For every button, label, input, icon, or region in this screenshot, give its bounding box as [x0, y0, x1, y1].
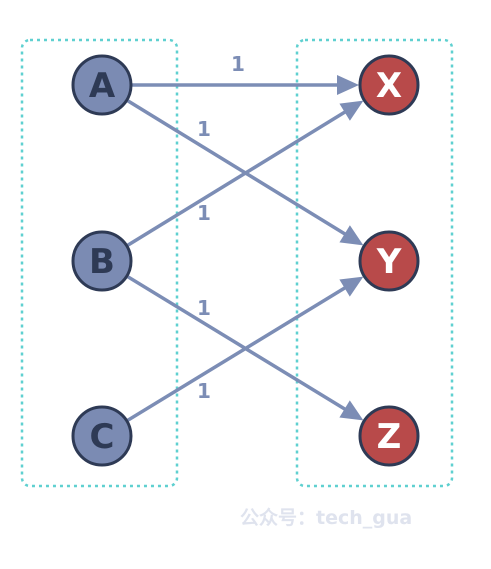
- node-x-label: X: [376, 66, 402, 106]
- arrowhead-a-x: [337, 75, 359, 95]
- watermark-text: 公众号：tech_gua: [240, 507, 413, 529]
- node-x: X: [358, 54, 420, 116]
- nodes-layer: A B C X Y Z: [71, 54, 420, 467]
- node-y: Y: [358, 230, 420, 292]
- edge-weight-a-x: 1: [231, 52, 245, 76]
- node-a: A: [71, 54, 133, 116]
- edge-c-y: [125, 285, 348, 423]
- node-a-circle: [71, 54, 133, 116]
- node-z-label: Z: [377, 417, 402, 457]
- arrowhead-c-y: [339, 276, 364, 297]
- arrowhead-b-x: [339, 100, 364, 121]
- edge-a-y: [125, 98, 348, 237]
- node-z-circle: [358, 405, 420, 467]
- node-x-circle: [358, 54, 420, 116]
- edge-weight-labels-layer: 1 1 1 1 1: [197, 52, 245, 403]
- edge-b-z: [125, 274, 348, 412]
- right-group-box: [295, 38, 454, 488]
- node-c: C: [71, 405, 133, 467]
- node-y-circle: [358, 230, 420, 292]
- node-z: Z: [358, 405, 420, 467]
- edge-weight-b-z: 1: [197, 296, 211, 320]
- edge-b-x: [125, 109, 348, 248]
- node-c-circle: [71, 405, 133, 467]
- edges-layer: [125, 75, 364, 423]
- edge-weight-c-y: 1: [197, 379, 211, 403]
- edge-weight-b-x: 1: [197, 201, 211, 225]
- node-c-label: C: [90, 417, 115, 457]
- node-b-circle: [71, 230, 133, 292]
- left-group-box: [20, 38, 179, 488]
- edge-weight-a-y: 1: [197, 117, 211, 141]
- arrowhead-a-y: [339, 225, 364, 246]
- node-y-label: Y: [376, 242, 402, 282]
- node-b: B: [71, 230, 133, 292]
- node-a-label: A: [89, 66, 116, 106]
- arrowhead-b-z: [339, 400, 364, 421]
- node-b-label: B: [89, 242, 115, 282]
